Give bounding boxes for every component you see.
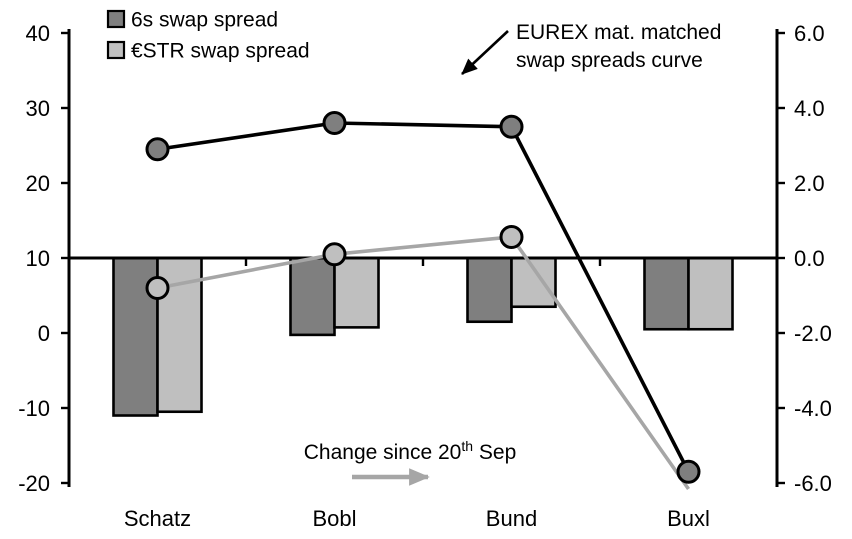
x-label-schatz: Schatz <box>124 506 191 531</box>
left-axis-label--10: -10 <box>18 396 50 421</box>
line-estr-swap-spread <box>157 235 690 491</box>
legend-label-6s-swap-spread: 6s swap spread <box>131 9 278 32</box>
marker-6s-bobl <box>322 111 347 135</box>
line-6s-swap-spread <box>157 121 691 473</box>
bar-6s-buxl <box>643 256 690 331</box>
x-label-bund: Bund <box>486 506 537 531</box>
marker-6s-buxl <box>676 459 701 484</box>
legend-swatch-6s-swap-spread <box>106 9 126 29</box>
bar-6s-bobl <box>289 256 336 337</box>
x-label-buxl: Buxl <box>667 506 710 531</box>
marker-6s-schatz <box>145 137 170 162</box>
marker-estr-bund <box>499 225 524 249</box>
marker-6s-bund <box>499 114 524 139</box>
left-axis-label-30: 30 <box>26 96 50 121</box>
right-axis-label-2.0: 2.0 <box>794 171 825 196</box>
curve-annotation-line-1: EUREX mat. matched <box>516 21 721 44</box>
right-axis-label--2.0: -2.0 <box>794 321 832 346</box>
legend-swatch--str-swap-spread <box>106 40 126 60</box>
marker-estr-schatz <box>145 276 170 300</box>
left-axis-label-20: 20 <box>26 171 50 196</box>
left-axis-label-40: 40 <box>26 21 50 46</box>
x-label-bobl: Bobl <box>312 506 356 531</box>
right-axis-label--4.0: -4.0 <box>794 396 832 421</box>
right-axis-label--6.0: -6.0 <box>794 471 832 496</box>
legend-label--str-swap-spread: €STR swap spread <box>131 40 310 63</box>
bar-estr-bobl <box>333 256 380 329</box>
right-axis-label-4.0: 4.0 <box>794 96 825 121</box>
change-annotation: Change since 20th Sep <box>304 438 517 464</box>
right-axis-label-0.0: 0.0 <box>794 246 825 271</box>
left-axis-label--20: -20 <box>18 471 50 496</box>
left-axis-label-0: 0 <box>38 321 50 346</box>
marker-estr-bobl <box>322 242 347 267</box>
left-axis-label-10: 10 <box>26 246 50 271</box>
curve-annotation-arrow <box>461 30 509 75</box>
right-axis-label-6.0: 6.0 <box>794 21 825 46</box>
curve-annotation-line-2: swap spreads curve <box>516 49 703 72</box>
bar-6s-bund <box>466 256 513 324</box>
bar-estr-buxl <box>687 256 734 331</box>
